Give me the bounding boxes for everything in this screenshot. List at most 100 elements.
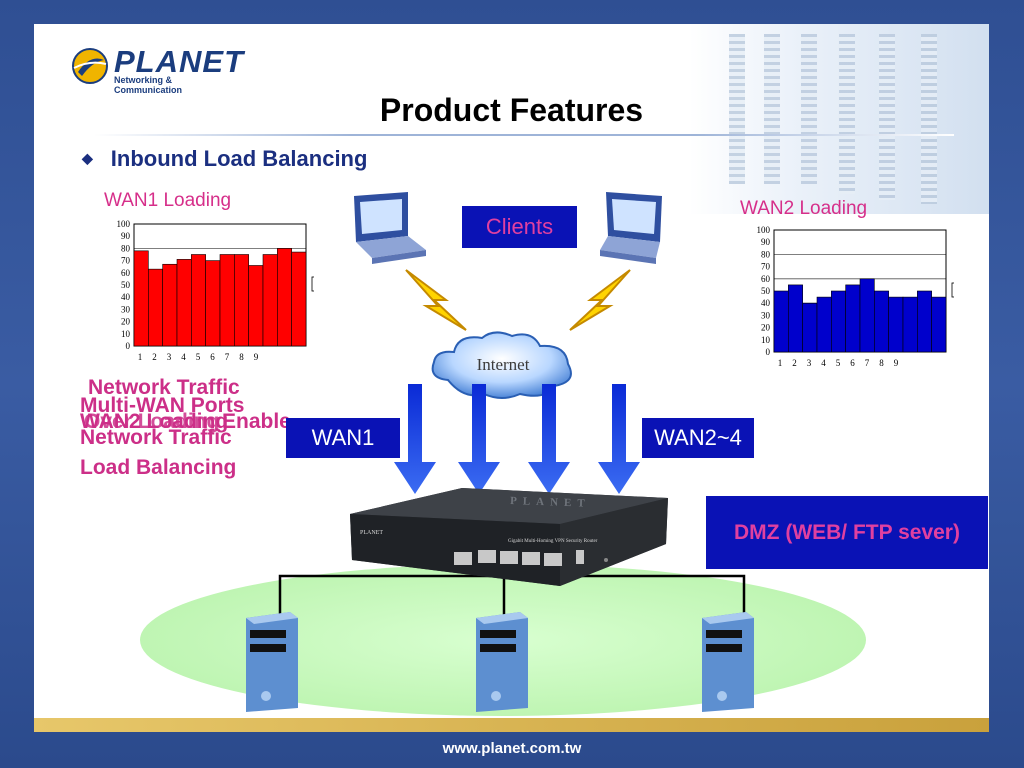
wan1-bar <box>234 254 249 347</box>
wan1-y-tick-label: 10 <box>121 329 131 339</box>
wan2-chart-title: WAN2 Loading <box>740 198 868 219</box>
wan2-bar <box>831 290 846 353</box>
lightning-bolt-icon <box>405 269 467 331</box>
wan1-bar <box>291 251 307 347</box>
wan1-x-tick-label: 7 <box>225 352 230 362</box>
down-arrow-icon <box>458 384 500 494</box>
wan1-x-tick-label: 1 <box>138 352 143 362</box>
wan1-y-tick-label: 100 <box>117 219 131 229</box>
lightning-bolt-icon <box>569 269 631 331</box>
side-text-over-loading: Over Loading <box>84 410 220 433</box>
logo-wordmark: PLANET <box>114 44 244 79</box>
server-rack <box>801 34 817 184</box>
wan1-label: WAN1 <box>286 418 400 458</box>
wan2-bar <box>917 290 932 353</box>
down-arrow-icon <box>394 384 436 494</box>
down-arrow-icon <box>528 384 570 494</box>
wan1-bar <box>277 248 292 347</box>
wan2-x-tick-label: 2 <box>792 358 797 368</box>
wan2-x-tick-label: 6 <box>850 358 855 368</box>
wan1-y-tick-label: 80 <box>121 243 131 253</box>
bullet-text: Inbound Load Balancing <box>110 146 368 171</box>
server-rack <box>839 34 855 194</box>
wan1-bar <box>205 260 221 347</box>
diamond-bullet-icon: ◆ <box>82 150 93 166</box>
wan2-y-tick-label: 30 <box>761 310 771 320</box>
footer-accent-bar <box>34 718 989 732</box>
wan1-bar <box>148 268 163 347</box>
dmz-label: DMZ (WEB/ FTP sever) <box>706 496 988 569</box>
internet-label: Internet <box>477 355 530 374</box>
wan2-y-tick-label: 20 <box>761 323 771 333</box>
wan2-x-tick-label: 8 <box>879 358 884 368</box>
title-divider <box>94 134 954 136</box>
wan1-chart-title: WAN1 Loading <box>104 190 232 211</box>
wan2-y-tick-label: 90 <box>761 237 771 247</box>
down-arrow-icon <box>598 384 640 494</box>
wan1-bar <box>191 254 206 347</box>
slide: PLANET Networking & Communication Produc… <box>34 24 989 732</box>
wan1-x-tick-label: 2 <box>152 352 157 362</box>
planet-globe-icon <box>72 48 108 84</box>
wan1-bar <box>248 265 264 347</box>
wan2-4-label: WAN2~4 <box>642 418 754 458</box>
wan2-bar <box>788 284 803 353</box>
side-text-network-traffic: Network Traffic <box>88 376 240 399</box>
side-text-enable: Enable <box>222 410 291 433</box>
wan1-y-tick-label: 30 <box>121 304 131 314</box>
planet-logo: PLANET Networking & Communication <box>70 44 243 95</box>
wan2-y-tick-label: 0 <box>766 347 771 357</box>
wan2-y-tick-label: 40 <box>761 298 771 308</box>
wan2-x-tick-label: 1 <box>778 358 783 368</box>
wan1-bar <box>133 250 149 347</box>
side-text-wan2-loading: WAN2 Loading <box>80 410 229 433</box>
wan2-bar <box>845 284 861 353</box>
wan2-bar <box>802 302 818 353</box>
side-text-load-balancing: Load Balancing <box>80 456 237 479</box>
wan2-x-tick-label: 9 <box>894 358 899 368</box>
wan2-y-tick-label: 70 <box>761 262 771 272</box>
server-room-background <box>689 24 989 214</box>
server-rack <box>729 34 745 184</box>
wan1-x-tick-label: 4 <box>181 352 186 362</box>
wan2-x-tick-label: 4 <box>821 358 826 368</box>
side-text-multi-wan: Multi-WAN Ports <box>80 394 245 417</box>
wan1-x-tick-label: 9 <box>254 352 259 362</box>
wan2-bar <box>859 278 875 353</box>
wan2-loading-chart: 0102030405060708090100123456789Traffic <box>757 225 954 368</box>
wan1-bar <box>162 263 178 347</box>
server-rack <box>879 34 895 200</box>
wan1-loading-chart: 0102030405060708090100123456789Traffic <box>117 219 314 362</box>
wan1-bar <box>219 254 235 347</box>
internet-cloud-icon: Internet <box>431 331 572 399</box>
logo-tagline: Networking & Communication <box>114 75 183 95</box>
wan1-x-tick-label: 6 <box>210 352 215 362</box>
side-text-network-traffic-2: Network Traffic <box>80 426 232 449</box>
wan2-y-tick-label: 10 <box>761 335 771 345</box>
server-icon <box>476 612 528 712</box>
server-icon <box>702 612 754 712</box>
client-computer-icon <box>600 192 662 264</box>
wan1-x-tick-label: 3 <box>167 352 172 362</box>
wan1-y-tick-label: 20 <box>121 317 131 327</box>
client-computer-icon <box>354 192 426 264</box>
footer-url[interactable]: www.planet.com.tw <box>442 740 582 757</box>
wan2-x-tick-label: 7 <box>865 358 870 368</box>
server-icon <box>246 612 298 712</box>
wan1-bar <box>262 254 278 347</box>
wan2-bar <box>816 296 832 353</box>
wan1-y-tick-label: 0 <box>126 341 131 351</box>
wan2-bar <box>902 296 918 353</box>
wan1-y-tick-label: 60 <box>121 268 131 278</box>
wan1-y-tick-label: 50 <box>121 280 131 290</box>
wan1-x-tick-label: 8 <box>239 352 244 362</box>
wan1-x-tick-label: 5 <box>196 352 201 362</box>
router-front-logo: PLANET <box>360 530 383 536</box>
wan1-y-tick-label: 90 <box>121 231 131 241</box>
wan2-bar <box>931 296 947 353</box>
bullet-item: ◆ Inbound Load Balancing <box>82 146 367 172</box>
wan2-x-tick-label: 5 <box>836 358 841 368</box>
wan2-y-tick-label: 60 <box>761 274 771 284</box>
wan1-y-tick-label: 70 <box>121 256 131 266</box>
clients-label: Clients <box>462 206 577 248</box>
